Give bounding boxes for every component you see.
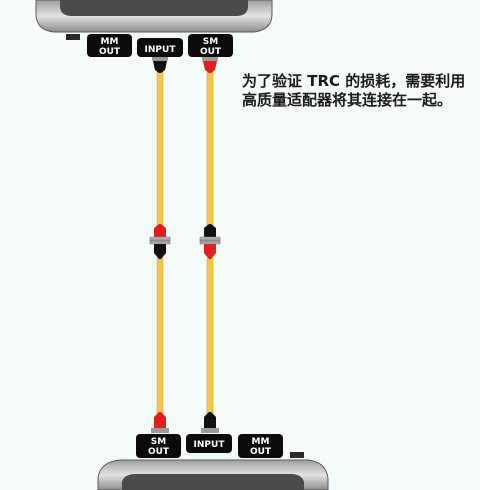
bottom-device: SM OUT INPUT MM OUT bbox=[97, 434, 329, 490]
right-top-ferrule bbox=[202, 57, 218, 61]
right-mid-connector-black bbox=[204, 224, 216, 237]
top-device: MM OUT INPUT SM OUT bbox=[35, 0, 273, 57]
left-mid-connector-black bbox=[154, 244, 166, 259]
top-port-sm-out-line2: OUT bbox=[200, 47, 222, 57]
top-port-input-label: INPUT bbox=[145, 45, 177, 55]
left-mid-connector-red bbox=[154, 224, 166, 237]
right-cable-upper-segment bbox=[206, 71, 214, 227]
bottom-port-input-label: INPUT bbox=[194, 440, 226, 450]
bottom-port-sm-out-line2: OUT bbox=[148, 447, 170, 457]
right-bottom-ferrule bbox=[201, 428, 219, 433]
right-adapter bbox=[199, 236, 221, 245]
right-bottom-connector-black bbox=[204, 412, 216, 428]
instruction-caption: 为了验证 TRC 的损耗，需要利用高质量适配器将其连接在一起。 bbox=[242, 72, 466, 109]
top-port-input[interactable]: INPUT bbox=[137, 38, 183, 57]
left-bottom-connector-red bbox=[154, 412, 166, 428]
left-bottom-ferrule bbox=[151, 428, 169, 433]
right-patch-cable bbox=[199, 57, 221, 433]
right-cable-lower-segment bbox=[206, 257, 214, 415]
bottom-port-sm-out[interactable]: SM OUT bbox=[136, 434, 181, 458]
bottom-port-mm-out[interactable]: MM OUT bbox=[238, 434, 283, 458]
top-port-sm-out-line1: SM bbox=[203, 37, 218, 47]
right-mid-connector-red bbox=[204, 244, 216, 259]
top-port-mm-out-line2: OUT bbox=[99, 47, 121, 57]
bottom-port-mm-out-line1: MM bbox=[252, 437, 270, 447]
bottom-device-screen-bezel bbox=[122, 474, 304, 490]
top-device-screen-bezel bbox=[60, 0, 248, 16]
right-top-connector-red bbox=[203, 61, 217, 73]
top-port-mm-out[interactable]: MM OUT bbox=[87, 34, 132, 57]
left-cable-upper-segment bbox=[156, 71, 164, 227]
bottom-device-side-tab bbox=[290, 452, 304, 458]
top-device-side-tab bbox=[66, 34, 80, 40]
left-adapter bbox=[149, 236, 171, 245]
left-top-connector-black bbox=[153, 61, 167, 73]
bottom-port-input[interactable]: INPUT bbox=[186, 434, 232, 453]
left-patch-cable bbox=[149, 57, 171, 433]
left-top-ferrule bbox=[152, 57, 168, 61]
bottom-port-mm-out-line2: OUT bbox=[250, 447, 272, 457]
bottom-port-sm-out-line1: SM bbox=[151, 437, 166, 447]
left-cable-lower-segment bbox=[156, 257, 164, 415]
top-port-sm-out[interactable]: SM OUT bbox=[188, 34, 233, 57]
top-port-mm-out-line1: MM bbox=[101, 37, 119, 47]
